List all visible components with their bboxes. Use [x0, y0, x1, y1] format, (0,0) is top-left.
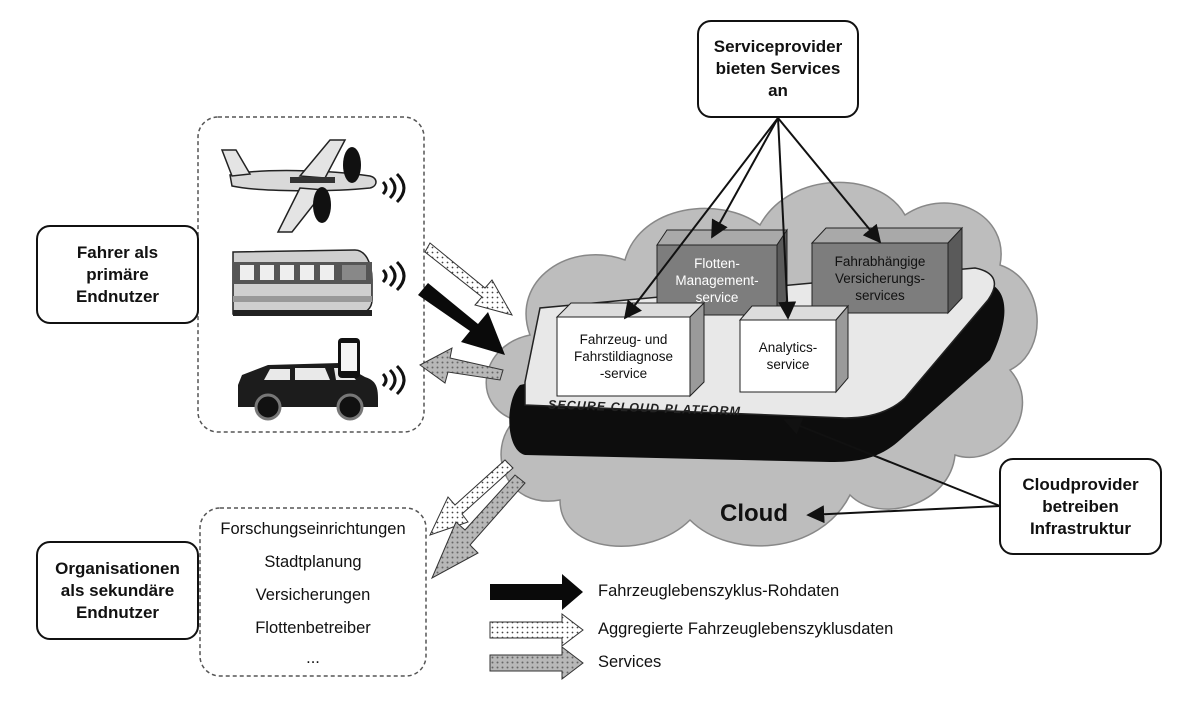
aggregated-data-arrow-bottom — [429, 459, 514, 536]
legend-raw-data-label: Fahrzeuglebenszyklus-Rohdaten — [598, 582, 840, 600]
service-provider-arrows — [623, 117, 882, 320]
wireless-signal-icon — [381, 172, 406, 396]
services-arrow-to-vehicles — [419, 347, 504, 384]
legend-raw-data-arrow — [490, 574, 583, 610]
list-item: Flottenbetreiber — [255, 619, 371, 637]
primary-users-callout: Fahrer als primäre Endnutzer — [36, 225, 199, 324]
legend-services-arrow — [489, 645, 584, 681]
insurance-box — [810, 226, 964, 315]
organisation-group-frame — [199, 507, 427, 677]
cloud-label: Cloud — [720, 500, 788, 527]
secondary-users-callout: Organisationen als sekundäre Endnutzer — [36, 541, 199, 640]
legend-aggregated-label: Aggregierte Fahrzeuglebenszyklusdaten — [598, 620, 894, 638]
fleet-service-label: Flotten- Management- service — [675, 255, 759, 305]
list-item: Stadtplanung — [264, 553, 362, 571]
insurance-service-label: Fahrabhängige Versicherungs- services — [834, 253, 926, 303]
smartphone-icon — [338, 338, 360, 378]
legend-services-label: Services — [598, 653, 662, 671]
list-item: Versicherungen — [255, 586, 371, 604]
analytics-service-label: Analytics- service — [758, 340, 818, 372]
airplane-icon — [220, 139, 377, 233]
diagnosis-service-label: Fahrzeug- und Fahrstildiagnose -service — [573, 332, 674, 381]
service-providers-callout: Serviceprovider bieten Services an — [697, 20, 859, 118]
list-item: Forschungseinrichtungen — [220, 520, 406, 538]
cloud-provider-arrows — [783, 417, 1001, 524]
secondary-users-list: Forschungseinrichtungen Stadtplanung Ver… — [200, 513, 426, 671]
train-icon — [232, 249, 373, 316]
aggregated-data-arrow-top — [424, 242, 514, 316]
raw-data-arrow — [418, 283, 505, 355]
analytics-box — [738, 304, 850, 394]
services-arrow-to-organisations — [430, 474, 526, 580]
list-item: ... — [306, 649, 320, 667]
cloud-providers-callout: Cloudprovider betreiben Infrastruktur — [999, 458, 1162, 555]
legend-aggregated-arrow — [489, 612, 584, 648]
